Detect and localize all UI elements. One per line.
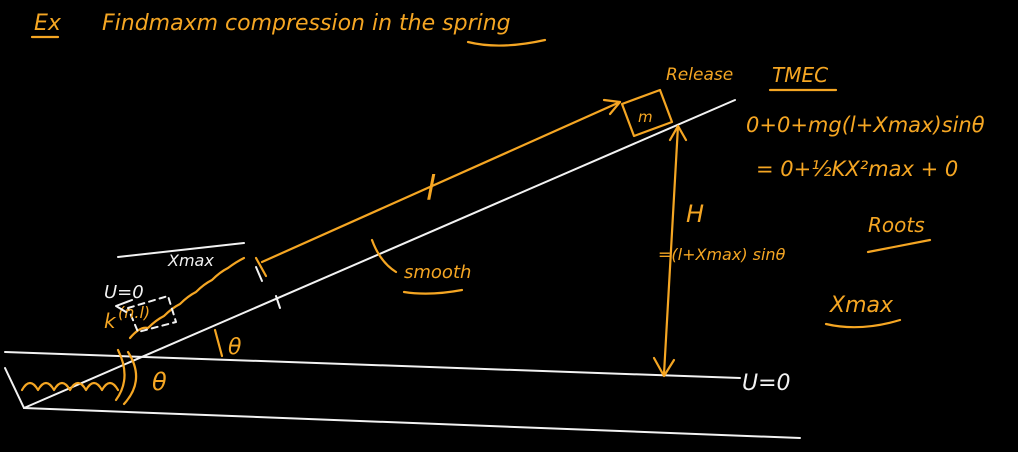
xmax-top-label: Xmax <box>167 251 214 270</box>
u-zero-top-label: U=0 <box>104 282 144 303</box>
roots-label: Roots <box>868 213 925 237</box>
small-theta-label: θ <box>228 335 242 360</box>
natural-length-label: (n.l) <box>118 303 150 322</box>
title-text: Findmaxm compression in the spring <box>102 11 511 36</box>
length-arrow-line <box>260 100 622 264</box>
length-arrow-tail-tick <box>254 256 268 278</box>
dashed-block-outline <box>127 295 177 333</box>
smooth-pointer-icon <box>370 238 398 274</box>
incline-mark-1 <box>255 266 263 282</box>
roots-underline <box>866 238 932 254</box>
horizontal-ground-line <box>4 351 741 379</box>
title-ex: Ex <box>34 11 62 36</box>
energy-heading: TMEC <box>772 63 828 87</box>
result-xmax-label: Xmax <box>829 293 894 318</box>
small-angle-tick <box>213 328 224 358</box>
lower-ground-line <box>23 407 801 439</box>
wall-line <box>4 367 25 409</box>
incline-mark-2 <box>275 295 281 309</box>
release-label: Release <box>666 65 733 85</box>
xmax-upper-line <box>117 242 245 258</box>
ground-spring <box>20 381 120 392</box>
energy-line-2: = 0+½KX²max + 0 <box>756 157 958 181</box>
incline-spring <box>128 256 246 340</box>
base-angle-arc-1 <box>114 348 126 402</box>
height-arrow-bottom-icon <box>652 356 676 378</box>
length-l-label: l <box>426 169 436 209</box>
u-zero-bottom-label: U=0 <box>742 371 791 396</box>
height-arrow-line <box>662 124 680 376</box>
smooth-underline <box>402 288 464 295</box>
height-expression: =(l+Xmax) sinθ <box>658 245 786 264</box>
energy-line-1: 0+0+mg(l+Xmax)sinθ <box>746 113 985 137</box>
mass-block <box>620 88 674 138</box>
height-h-label: H <box>686 200 704 228</box>
mass-label: m <box>638 108 653 126</box>
smooth-label: smooth <box>404 262 471 283</box>
height-arrow-top-icon <box>668 124 688 142</box>
base-angle-arc-2 <box>122 350 138 406</box>
base-theta-label: θ <box>152 368 167 396</box>
small-arrow-icon <box>115 299 133 313</box>
spring-constant-label: k <box>104 309 117 333</box>
result-underline <box>824 318 902 329</box>
length-arrow-head-icon <box>602 98 622 116</box>
title-spring-underline <box>466 38 547 47</box>
